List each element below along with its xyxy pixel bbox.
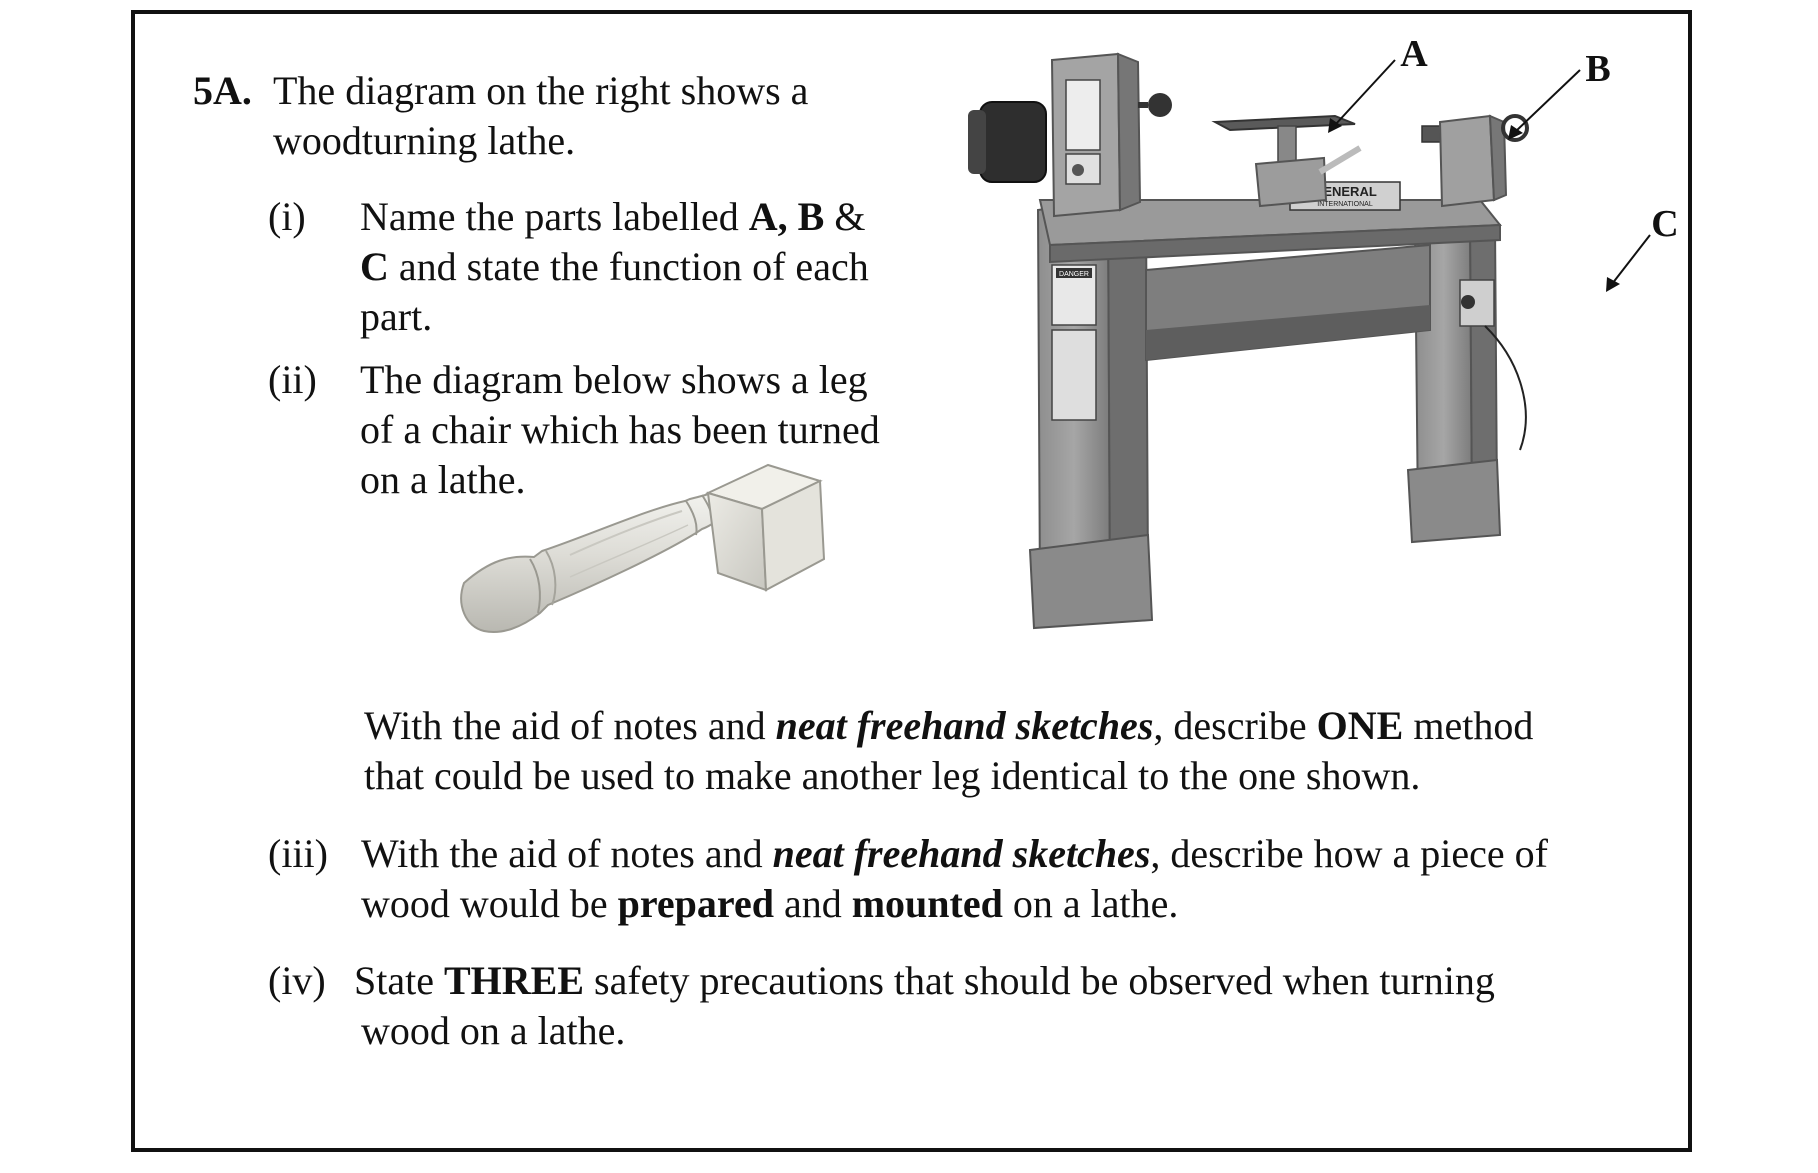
leg-body (460, 491, 722, 633)
part-i-line-1: Name the parts labelled A, B & (360, 194, 866, 239)
headstock-handwheel (1148, 93, 1172, 117)
warning-label-text: DANGER (1059, 271, 1089, 278)
part-ii-label: (ii) (268, 357, 317, 402)
chair-leg-image (460, 463, 826, 633)
label-arrow-c (1606, 234, 1651, 292)
switch-knob (1461, 295, 1475, 309)
part-iv-line-1: State THREE safety precautions that shou… (354, 958, 1495, 1003)
part-iii-line-1: With the aid of notes and neat freehand … (361, 831, 1548, 876)
tailstock-handwheel (1501, 114, 1529, 142)
part-i-line-3: part. (360, 294, 433, 339)
part-iii-label: (iii) (268, 831, 328, 876)
intro-line-1: The diagram on the right shows a (273, 68, 809, 113)
question-number: 5A. (193, 68, 252, 113)
part-i-label: (i) (268, 194, 306, 239)
label-b: B (1585, 48, 1610, 90)
lathe-headstock (968, 52, 1172, 218)
leg-square-block (705, 463, 826, 592)
part-iv-label: (iv) (268, 958, 326, 1003)
lathe-tailstock (1421, 114, 1529, 208)
lathe-tool-rest (1211, 114, 1362, 208)
part-ii-task-line-2: that could be used to make another leg i… (364, 753, 1421, 798)
lathe-bed: GENERAL INTERNATIONAL (1038, 181, 1503, 362)
part-ii-line-3: on a lathe. (360, 457, 526, 502)
label-arrow-a (1328, 59, 1396, 133)
question-frame (131, 10, 1692, 1152)
lathe-motor (979, 101, 1047, 183)
label-c: C (1651, 203, 1678, 245)
woodturning-lathe-image: DANGER GENERAL INTERNATIONAL (968, 33, 1679, 630)
part-ii-line-1: The diagram below shows a leg (360, 357, 868, 402)
brand-name: GENERAL (1313, 184, 1377, 199)
part-ii-task-line-1: With the aid of notes and neat freehand … (364, 703, 1534, 748)
intro-line-2: woodturning lathe. (273, 118, 576, 163)
lathe-left-leg: DANGER (1028, 198, 1154, 630)
label-a: A (1400, 33, 1428, 75)
part-iii-line-2: wood would be prepared and mounted on a … (361, 881, 1179, 926)
part-i-line-2: C and state the function of each (360, 244, 869, 289)
brand-subtext: INTERNATIONAL (1317, 201, 1373, 208)
part-iv-line-2: wood on a lathe. (361, 1008, 626, 1053)
part-ii-line-2: of a chair which has been turned (360, 407, 880, 452)
label-arrow-b (1508, 69, 1581, 140)
